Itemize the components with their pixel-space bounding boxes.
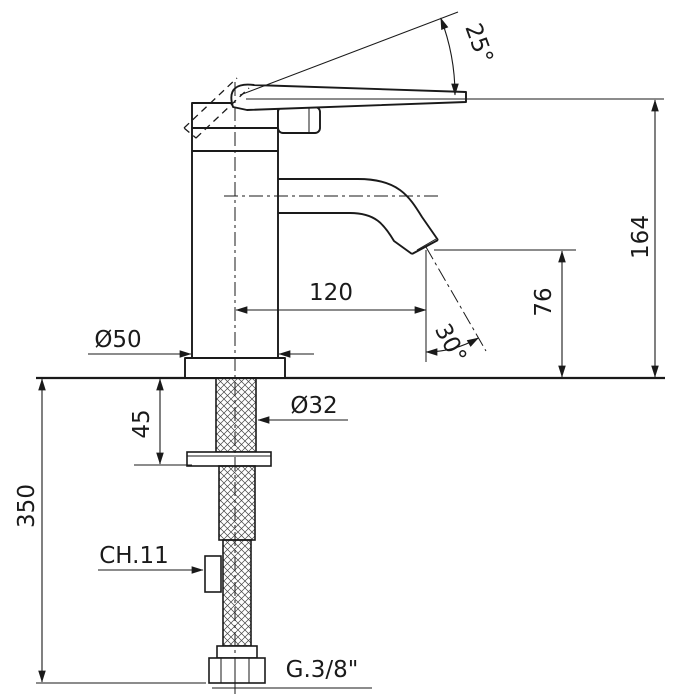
label-thread: G.3/8" — [212, 657, 372, 689]
raised-axis-line — [239, 11, 459, 96]
thread-size-label: G.3/8" — [286, 657, 359, 683]
hose-length-label: 350 — [14, 484, 40, 528]
handle-lever — [183, 77, 467, 139]
dimension-dia50: Ø50 — [88, 327, 314, 358]
dimension-dia32: Ø32 — [257, 393, 348, 424]
dimension-30deg: 30° — [425, 320, 479, 368]
angle-arc — [425, 337, 479, 356]
crimp-collar — [216, 645, 258, 659]
spout-height-label: 76 — [531, 287, 557, 316]
flex-hose — [222, 539, 252, 647]
hose-end-nut — [208, 657, 266, 684]
mounting-nut — [186, 451, 272, 467]
centerlines — [224, 82, 487, 694]
spout-reach-label: 120 — [309, 280, 353, 306]
handle-angle-label: 25° — [459, 20, 497, 67]
label-ch11: CH.11 — [98, 543, 204, 574]
flow-axis-centerline — [425, 246, 487, 352]
spout — [278, 178, 439, 255]
shank-diameter-label: Ø32 — [290, 393, 337, 419]
spout-end-face — [411, 239, 439, 255]
deck-thickness-label: 45 — [129, 409, 155, 438]
lever-outline — [230, 83, 467, 111]
dimension-350: 350 — [14, 378, 206, 684]
threaded-shank-upper — [215, 377, 257, 453]
dimension-45: 45 — [129, 378, 192, 466]
lever-pivot-pin — [277, 106, 321, 134]
base-diameter-label: Ø50 — [94, 327, 141, 353]
dimension-164: 164 — [628, 99, 659, 378]
below-deck-assembly — [186, 377, 272, 684]
aerator-line — [416, 238, 437, 251]
spout-outer-edge — [278, 178, 439, 241]
spout-inner-edge — [278, 212, 413, 255]
lever-raised-ghost — [183, 77, 250, 139]
dimension-76: 76 — [434, 249, 576, 378]
angle-arc — [440, 17, 459, 96]
wrench-size-label: CH.11 — [99, 543, 169, 569]
dimension-120: 120 — [235, 250, 427, 362]
spout-angle-label: 30° — [429, 320, 471, 368]
hex-tab — [204, 555, 222, 593]
total-height-label: 164 — [628, 215, 654, 259]
threaded-shank-lower — [218, 465, 256, 541]
